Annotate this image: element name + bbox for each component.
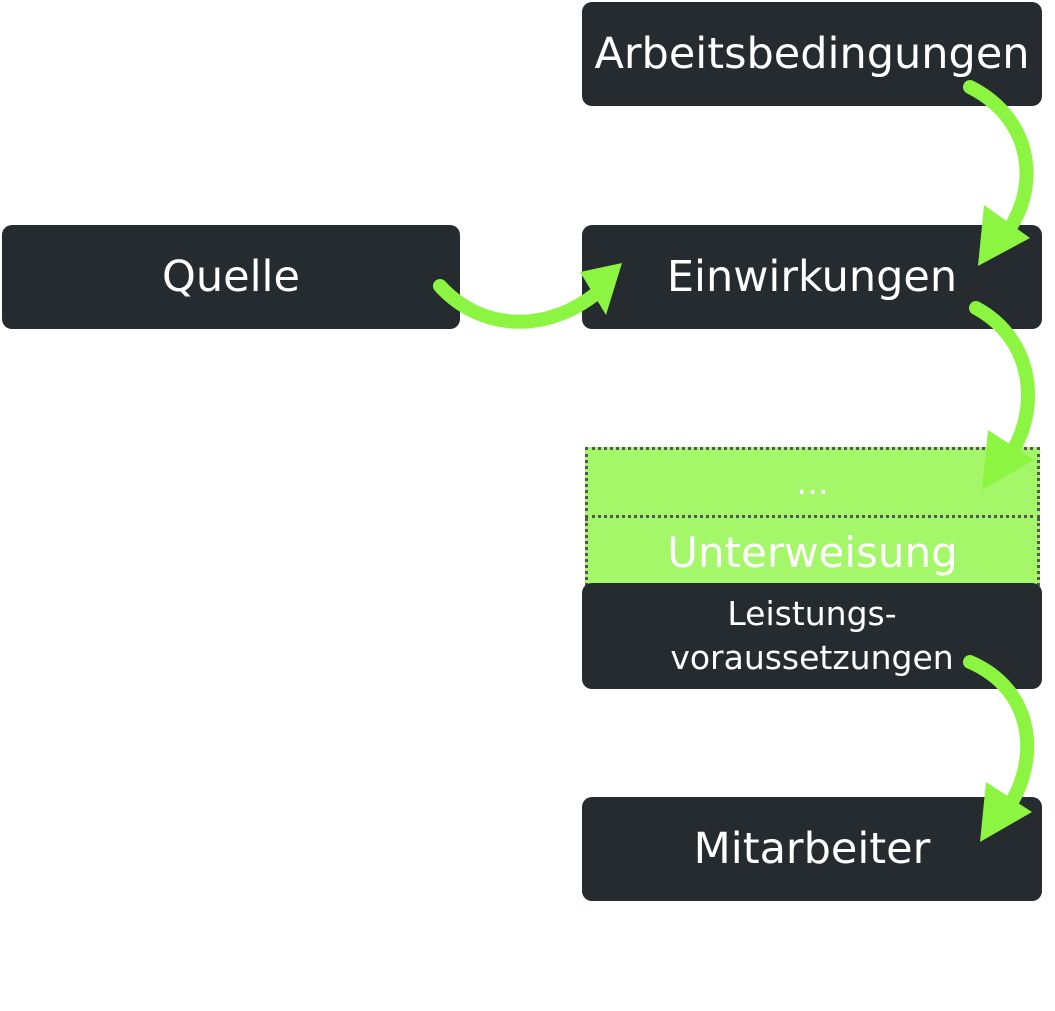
node-unterweisung: Unterweisung (585, 518, 1040, 586)
node-arbeitsbedingungen-label: Arbeitsbedingungen (594, 29, 1030, 79)
node-unterweisung-label: Unterweisung (667, 527, 958, 577)
node-leistungsvoraussetzungen: Leistungs- voraussetzungen (582, 583, 1042, 689)
arrow-einwirkungen-to-ellipsis (969, 301, 1035, 462)
node-arbeitsbedingungen: Arbeitsbedingungen (582, 2, 1042, 106)
node-einwirkungen: Einwirkungen (582, 225, 1042, 329)
node-mitarbeiter-label: Mitarbeiter (693, 824, 931, 874)
node-ellipsis: ... (585, 447, 1040, 518)
node-mitarbeiter: Mitarbeiter (582, 797, 1042, 901)
node-quelle: Quelle (2, 225, 460, 329)
node-einwirkungen-label: Einwirkungen (666, 252, 958, 302)
node-leistungs-line1: Leistungs- (727, 594, 897, 633)
node-ellipsis-label: ... (796, 462, 829, 503)
node-quelle-label: Quelle (162, 252, 300, 302)
node-leistungs-line2: voraussetzungen (670, 638, 954, 677)
arrow-quelle-to-einwirkungen (433, 279, 605, 329)
arrow-arbeitsbedingungen-to-einwirkungen (963, 80, 1034, 242)
